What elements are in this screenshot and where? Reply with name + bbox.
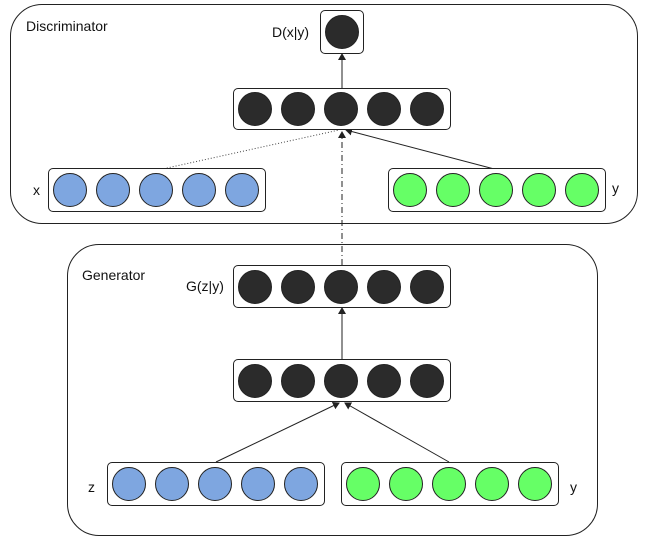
neuron xyxy=(393,173,427,207)
discriminator-hidden-layer xyxy=(233,88,451,130)
neuron xyxy=(565,173,599,207)
neuron xyxy=(324,270,358,304)
neuron xyxy=(281,92,315,126)
neuron xyxy=(479,173,513,207)
neuron xyxy=(518,467,552,501)
neuron xyxy=(238,270,272,304)
neuron xyxy=(410,270,444,304)
edge-z-to-gen-hidden xyxy=(215,401,340,463)
neuron xyxy=(112,467,146,501)
edge-y-to-disc-hidden xyxy=(345,127,499,171)
neuron xyxy=(324,364,358,398)
discriminator-title: Discriminator xyxy=(26,18,108,34)
neuron xyxy=(346,467,380,501)
neuron xyxy=(238,364,272,398)
neuron xyxy=(367,364,401,398)
edge-gen-y-to-gen-hidden xyxy=(344,402,450,463)
discriminator-output-label: D(x|y) xyxy=(272,24,310,40)
generator-output-label: G(z|y) xyxy=(186,278,224,294)
generator-y-input-layer xyxy=(341,462,559,506)
discriminator-y-label: y xyxy=(612,180,619,196)
neuron xyxy=(522,173,556,207)
neuron xyxy=(155,467,189,501)
neuron xyxy=(281,364,315,398)
neuron xyxy=(53,173,87,207)
generator-hidden-layer xyxy=(233,359,451,402)
neuron xyxy=(325,15,359,49)
neuron xyxy=(198,467,232,501)
discriminator-x-label: x xyxy=(33,182,40,198)
edge-x-to-disc-hidden xyxy=(157,129,340,171)
neuron xyxy=(241,467,275,501)
discriminator-output-layer xyxy=(320,10,364,54)
neuron xyxy=(475,467,509,501)
neuron xyxy=(284,467,318,501)
neuron xyxy=(182,173,216,207)
neuron xyxy=(367,92,401,126)
discriminator-x-input-layer xyxy=(48,168,266,212)
neuron xyxy=(281,270,315,304)
generator-title: Generator xyxy=(82,267,146,283)
neuron xyxy=(389,467,423,501)
generator-output-layer xyxy=(233,265,451,308)
neuron xyxy=(238,92,272,126)
neuron xyxy=(436,173,470,207)
neuron xyxy=(225,173,259,207)
neuron xyxy=(96,173,130,207)
neuron xyxy=(367,270,401,304)
generator-z-input-layer xyxy=(107,462,325,506)
neuron xyxy=(139,173,173,207)
generator-z-label: z xyxy=(88,479,95,495)
neuron xyxy=(324,92,358,126)
neuron xyxy=(410,364,444,398)
discriminator-y-input-layer xyxy=(388,168,606,212)
generator-y-label: y xyxy=(570,479,577,495)
neuron xyxy=(432,467,466,501)
neuron xyxy=(410,92,444,126)
